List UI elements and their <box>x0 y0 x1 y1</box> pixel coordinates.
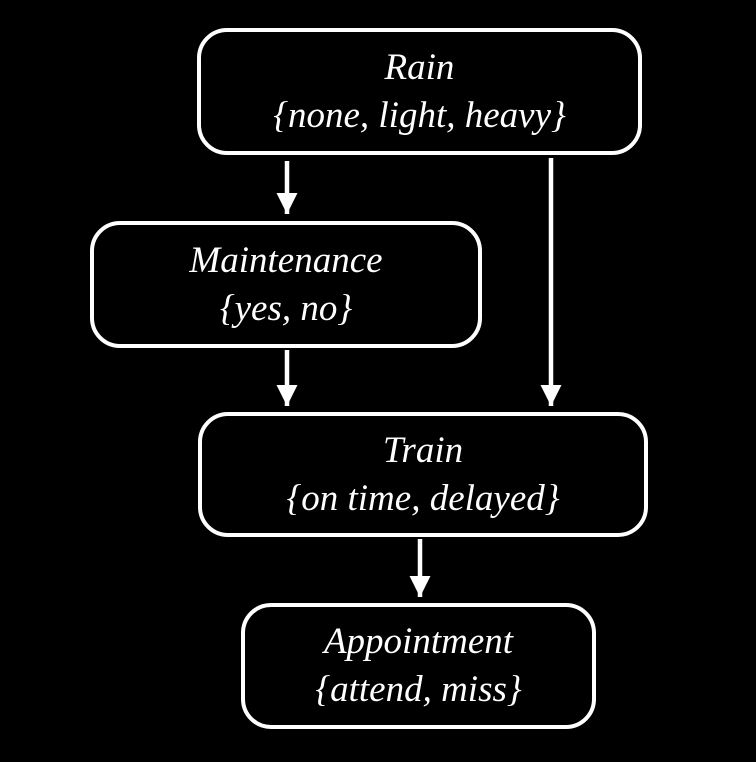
node-train-title: Train <box>382 429 464 471</box>
node-rain-title: Rain <box>384 46 455 88</box>
node-appointment: Appointment {attend, miss} <box>241 603 596 729</box>
node-train: Train {on time, delayed} <box>198 412 648 537</box>
node-appointment-title: Appointment <box>323 621 514 662</box>
node-maintenance-title: Maintenance <box>189 239 383 281</box>
node-maintenance: Maintenance {yes, no} <box>90 221 482 348</box>
node-maintenance-states: {yes, no} <box>219 287 353 329</box>
node-rain: Rain {none, light, heavy} <box>197 28 642 155</box>
node-train-states: {on time, delayed} <box>286 477 560 519</box>
node-rain-states: {none, light, heavy} <box>273 94 566 136</box>
node-appointment-states: {attend, miss} <box>315 669 522 710</box>
